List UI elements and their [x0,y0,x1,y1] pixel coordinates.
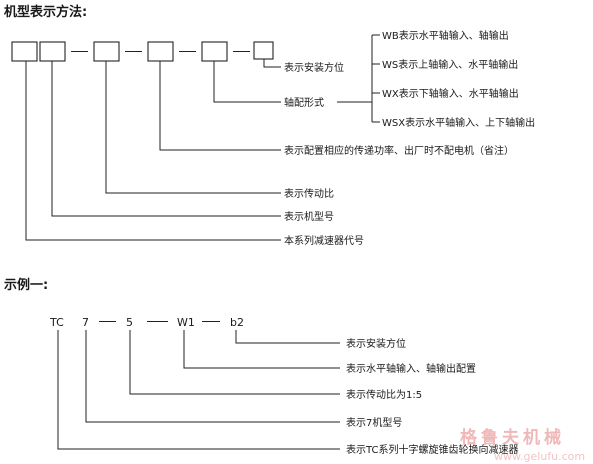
leader-example-series [57,330,340,450]
leader-power [159,61,281,151]
example-label-series: 表示TC系列十字螺旋锥齿轮换向减速器 [346,443,519,456]
leader-shaft [213,61,281,103]
box-series [11,41,38,62]
box-model [39,41,66,62]
box-power [147,41,174,62]
box-mounting [253,41,274,60]
example-label-mounting: 表示安装方位 [346,337,406,350]
watermark-text: 格鲁夫机械 [460,427,565,448]
section2-title: 示例一: [4,277,48,293]
example-leader-lines [57,330,340,450]
leader-example-ratio [129,330,340,395]
shaft-option-wsx: WSX表示水平轴输入、上下轴输出 [382,116,535,129]
shaft-option-wx: WX表示下轴输入、水平轴输出 [382,87,519,100]
leader-series [25,61,281,241]
box-shaft [201,41,228,62]
example-label-model: 表示7机型号 [346,416,402,429]
code-7: 7 [82,316,89,329]
box-ratio [93,41,120,62]
leader-ratio [105,61,281,194]
leader-lines [25,34,380,241]
leader-example-model [85,330,340,423]
shaft-option-ws: WS表示上轴输入、水平轴输出 [382,58,518,71]
example-label-ratio: 表示传动比为1:5 [346,388,422,401]
leader-mounting [263,59,281,68]
label-ratio: 表示传动比 [284,187,334,200]
code-5: 5 [126,316,133,329]
label-model: 表示机型号 [284,210,334,223]
example-label-shaft: 表示水平轴输入、轴输出配置 [346,362,476,375]
label-shaft-arrangement: 轴配形式 [284,96,324,109]
code-tc: TC [49,316,64,329]
code-b2: b2 [230,316,244,329]
label-motor-power: 表示配置相应的传递功率、出厂时不配电机（省注） [284,144,514,157]
label-mounting: 表示安装方位 [284,61,344,74]
leader-example-mounting [235,330,340,344]
watermark-url: www.gelufu.com [494,450,585,463]
shaft-option-wb: WB表示水平轴输入、轴输出 [382,29,509,42]
leader-model [51,61,281,217]
label-series: 本系列减速器代号 [284,234,364,247]
leader-example-shaft [183,330,340,369]
code-w1: W1 [177,316,195,329]
section1-title: 机型表示方法: [4,4,87,20]
